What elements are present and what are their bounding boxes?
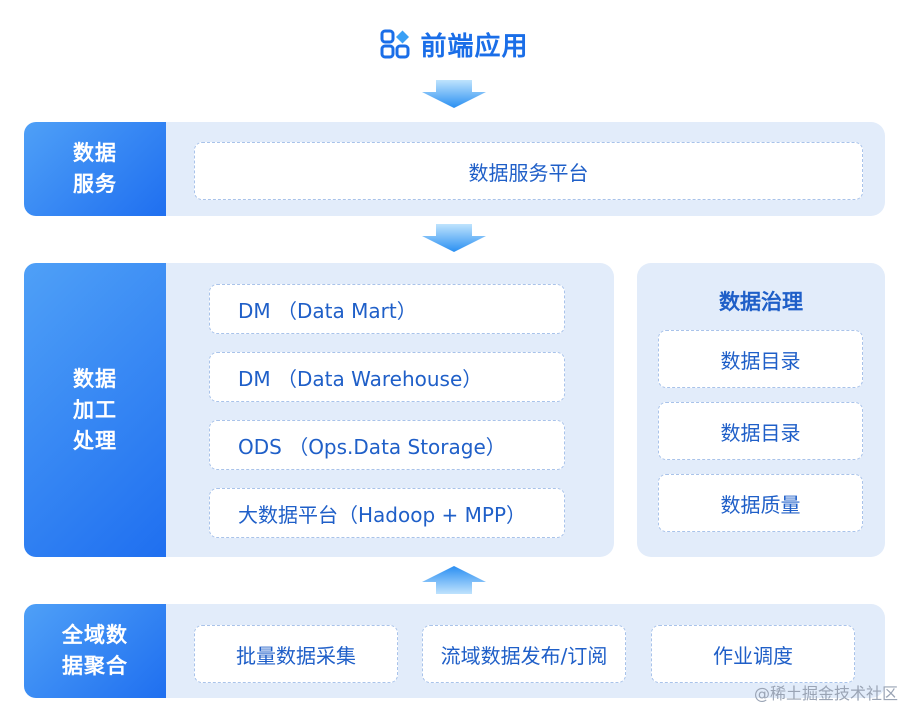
data-service-platform-box: 数据服务平台 [194, 142, 863, 200]
processing-box: ODS （Ops.Data Storage） [209, 420, 565, 470]
aggregation-label-line: 据聚合 [62, 654, 128, 678]
box-label: 数据质量 [720, 492, 801, 517]
box-label: 流域数据发布/订阅 [440, 643, 608, 668]
processing-box: DM （Data Warehouse） [209, 352, 565, 402]
page-header: 前端应用 [0, 24, 909, 64]
aggregation-label-line: 全域数 [62, 623, 128, 647]
arrow-down-icon [422, 80, 486, 108]
processing-label-line: 加工 [73, 397, 117, 422]
governance-box: 数据目录 [658, 330, 863, 388]
watermark: @稀土掘金技术社区 [753, 684, 898, 703]
box-label: 数据目录 [720, 420, 801, 445]
app-grid-icon [380, 29, 410, 59]
page-title: 前端应用 [420, 31, 529, 62]
box-label: 数据服务平台 [468, 160, 589, 185]
arrow-up-icon [422, 566, 486, 594]
service-layer-label: 数据 服务 [24, 122, 166, 216]
box-label: DM （Data Warehouse） [238, 366, 483, 391]
processing-box: DM （Data Mart） [209, 284, 565, 334]
processing-label-line: 处理 [73, 428, 117, 453]
governance-title: 数据治理 [719, 290, 803, 314]
aggregation-box: 流域数据发布/订阅 [422, 625, 626, 683]
governance-box: 数据目录 [658, 402, 863, 460]
box-label: 数据目录 [720, 348, 801, 373]
aggregation-box: 作业调度 [651, 625, 855, 683]
box-label: DM （Data Mart） [238, 298, 417, 323]
box-label: 大数据平台（Hadoop + MPP） [238, 502, 527, 527]
aggregation-box: 批量数据采集 [194, 625, 398, 683]
service-label-line: 服务 [73, 172, 117, 196]
processing-box: 大数据平台（Hadoop + MPP） [209, 488, 565, 538]
box-label: ODS （Ops.Data Storage） [238, 434, 506, 459]
box-label: 批量数据采集 [236, 643, 356, 668]
governance-box: 数据质量 [658, 474, 863, 532]
processing-label-line: 数据 [73, 366, 117, 391]
service-label-line: 数据 [73, 141, 117, 165]
arrow-down-icon [422, 224, 486, 252]
processing-layer-label: 数据 加工 处理 [24, 263, 166, 557]
aggregation-layer-label: 全域数 据聚合 [24, 604, 166, 698]
box-label: 作业调度 [713, 643, 793, 668]
